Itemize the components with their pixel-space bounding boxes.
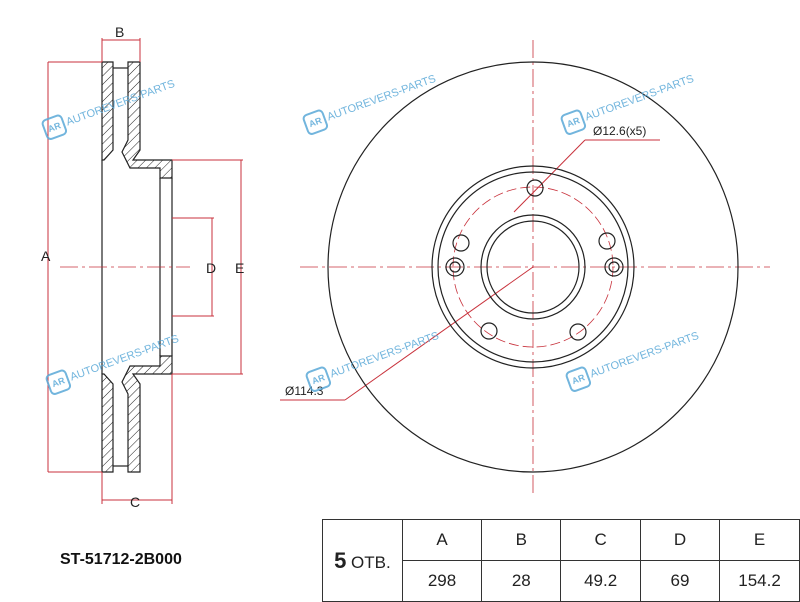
dimensions-table: 5 ОТВ. A B C D E 298 28 49.2 69 154.2 [322, 519, 800, 602]
value-a: 298 [401, 560, 483, 602]
header-a: A [401, 519, 483, 561]
bolt-circle-label: Ø114.3 [285, 384, 324, 398]
header-b: B [481, 519, 562, 561]
part-number: ST-51712-2B000 [60, 551, 182, 568]
value-b: 28 [481, 560, 562, 602]
center-lines [60, 40, 770, 495]
header-c: C [560, 519, 641, 561]
dim-label-b: B [115, 24, 125, 40]
bolt-hole-label: Ø12.6(x5) [593, 124, 647, 138]
front-view [327, 61, 739, 473]
value-e: 154.2 [719, 560, 800, 602]
value-c: 49.2 [560, 560, 641, 602]
dim-label-e: E [235, 260, 245, 276]
dimension-lines [47, 38, 660, 504]
header-d: D [639, 519, 721, 561]
header-e: E [719, 519, 800, 561]
dim-label-a: A [41, 248, 51, 264]
dim-label-c: C [130, 494, 141, 510]
holes-count: 5 [334, 547, 347, 573]
table-values-row: 298 28 49.2 69 154.2 [323, 560, 800, 602]
dim-label-d: D [206, 260, 217, 276]
holes-label: ОТВ. [351, 552, 391, 572]
holes-cell: 5 ОТВ. [322, 519, 403, 602]
table-header-row: 5 ОТВ. A B C D E [322, 519, 800, 602]
value-d: 69 [639, 560, 721, 602]
